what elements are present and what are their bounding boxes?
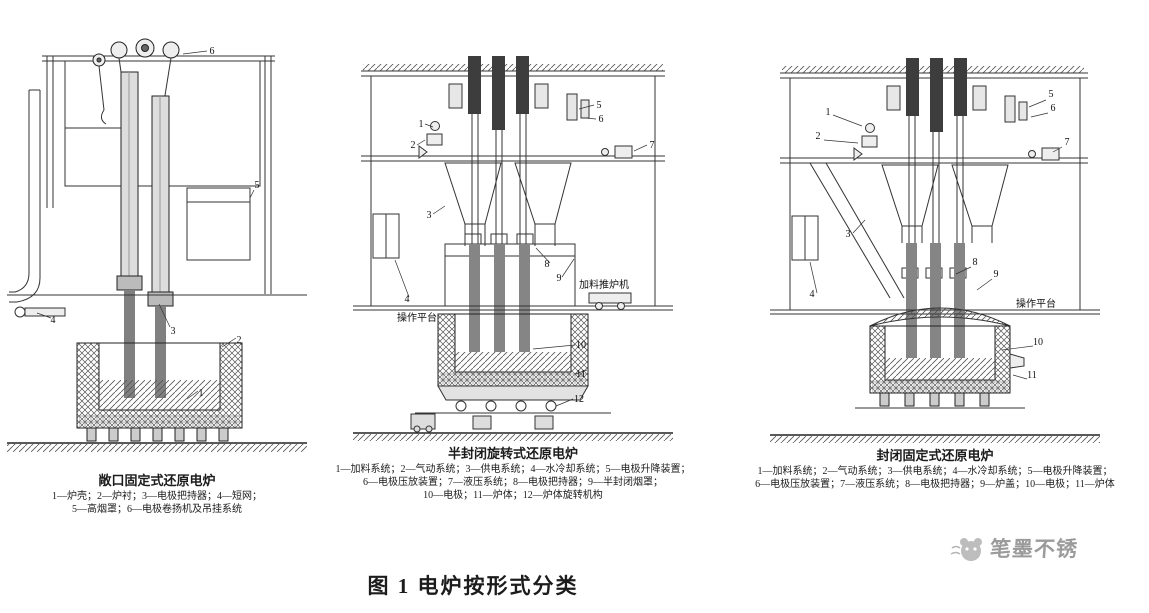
platform-label: 操作平台 bbox=[1016, 297, 1056, 310]
control-cabinet bbox=[791, 215, 819, 261]
legend-line: 6—电极压放装置；7—液压系统；8—电极把持器；9—炉盖；10—电极；11—炉体 bbox=[755, 479, 1115, 490]
callout-8: 8 bbox=[973, 257, 978, 268]
callout-3: 3 bbox=[171, 326, 176, 337]
diagram-title: 敞口固定式还原电炉 bbox=[98, 473, 216, 488]
callout-1: 1 bbox=[419, 119, 424, 130]
ground bbox=[353, 432, 673, 441]
furnace-body bbox=[437, 313, 589, 387]
watermark-logo bbox=[950, 538, 982, 561]
electrode-shafts bbox=[908, 116, 964, 243]
furnace-pedestals bbox=[879, 392, 990, 407]
beam-devices bbox=[853, 123, 1060, 161]
operating-platform-line bbox=[353, 305, 673, 311]
callout-6: 6 bbox=[210, 46, 215, 57]
semi-closed-rotary-furnace-drawing: 操作平台 加料推炉机 1 2 3 4 5 bbox=[353, 56, 673, 441]
callout-5: 5 bbox=[1049, 89, 1054, 100]
electrode-columns bbox=[906, 58, 967, 132]
flue-duct bbox=[9, 89, 41, 303]
open-fixed-furnace-drawing: 1 2 3 4 5 6 bbox=[7, 38, 307, 452]
legend-line: 1—加料系统；2—气动系统；3—供电系统；4—水冷却系统；5—电极升降装置； bbox=[335, 464, 691, 475]
callout-1: 1 bbox=[199, 388, 204, 399]
diagram-semi-closed-rotary-furnace: 操作平台 加料推炉机 1 2 3 4 5 bbox=[336, 56, 691, 502]
callout-6: 6 bbox=[1051, 103, 1056, 114]
lifting-cylinders bbox=[448, 83, 590, 121]
diagram-title: 封闭固定式还原电炉 bbox=[876, 448, 994, 463]
diagram-legend: 1—炉壳；2—炉衬；3—电极把持器；4—短网； 5—高烟罩；6—电极卷扬机及吊挂… bbox=[52, 490, 262, 516]
legend-line: 10—电极；11—炉体；12—炉体旋转机构 bbox=[423, 490, 603, 501]
lifting-cylinders bbox=[886, 85, 1028, 123]
furnace-body bbox=[76, 342, 243, 429]
high-hood-box bbox=[186, 187, 251, 261]
callout-3: 3 bbox=[427, 210, 432, 221]
platform-label: 操作平台 bbox=[397, 311, 437, 324]
callout-leaders bbox=[394, 104, 648, 407]
rotary-base bbox=[410, 385, 611, 433]
watermark-text: 笔墨不锈 bbox=[989, 537, 1079, 561]
callout-7: 7 bbox=[650, 140, 655, 151]
diagram-legend: 1—加料系统；2—气动系统；3—供电系统；4—水冷却系统；5—电极升降装置； 6… bbox=[755, 465, 1115, 491]
callout-5: 5 bbox=[597, 100, 602, 111]
callout-4: 4 bbox=[810, 289, 815, 300]
callout-numbers: 1 2 3 4 5 6 7 8 9 10 11 12 bbox=[405, 100, 655, 405]
figure-caption: 图 1 电炉按形式分类 bbox=[367, 574, 579, 598]
legend-line: 6—电极压放装置；7—液压系统；8—电极把持器；9—半封闭烟罩； bbox=[363, 477, 663, 488]
furnace-pedestals bbox=[86, 427, 229, 442]
callout-2: 2 bbox=[411, 140, 416, 151]
callout-leaders bbox=[36, 50, 255, 400]
bus-tube bbox=[14, 306, 66, 318]
legend-line: 1—加料系统；2—气动系统；3—供电系统；4—水冷却系统；5—电极升降装置； bbox=[757, 466, 1113, 477]
callout-10: 10 bbox=[576, 340, 586, 351]
legend-line: 1—炉壳；2—炉衬；3—电极把持器；4—短网； bbox=[52, 491, 262, 502]
callout-numbers: 1 2 3 4 5 6 7 8 9 10 11 bbox=[810, 89, 1070, 381]
beam-devices bbox=[418, 121, 633, 159]
charging-machine-label: 加料推炉机 bbox=[579, 278, 629, 291]
electrode-tips bbox=[906, 243, 965, 358]
electrode-shafts bbox=[471, 114, 527, 244]
diagram-title: 半封闭旋转式还原电炉 bbox=[447, 446, 578, 461]
charging-machine bbox=[588, 292, 632, 310]
diagram-open-fixed-furnace: 1 2 3 4 5 6 敞口固定式还原电炉 1—炉壳；2—炉衬；3—电极把持器；… bbox=[0, 38, 314, 516]
callout-6: 6 bbox=[599, 114, 604, 125]
callout-10: 10 bbox=[1033, 337, 1043, 348]
charging-funnels bbox=[444, 162, 572, 246]
ceiling-hatch bbox=[363, 64, 663, 71]
callout-3: 3 bbox=[846, 229, 851, 240]
diagram-closed-fixed-furnace: 操作平台 1 2 3 4 5 6 7 bbox=[735, 58, 1135, 491]
furnace-body bbox=[869, 325, 1025, 394]
building-beams bbox=[361, 70, 665, 306]
callout-9: 9 bbox=[557, 273, 562, 284]
control-cabinet bbox=[372, 213, 400, 259]
ground bbox=[770, 434, 1100, 443]
callout-12: 12 bbox=[574, 394, 584, 405]
electrode-columns bbox=[468, 56, 529, 130]
callout-11: 11 bbox=[576, 369, 586, 380]
callout-numbers: 1 2 3 4 5 6 bbox=[51, 46, 260, 399]
callout-5: 5 bbox=[255, 180, 260, 191]
callout-9: 9 bbox=[994, 269, 999, 280]
callout-4: 4 bbox=[405, 294, 410, 305]
callout-2: 2 bbox=[237, 335, 242, 346]
callout-4: 4 bbox=[51, 315, 56, 326]
legend-line: 5—高烟罩；6—电极卷扬机及吊挂系统 bbox=[72, 504, 242, 515]
diagram-legend: 1—加料系统；2—气动系统；3—供电系统；4—水冷却系统；5—电极升降装置； 6… bbox=[336, 463, 691, 502]
watermark: 笔墨不锈 bbox=[950, 530, 1079, 566]
callout-leaders bbox=[809, 99, 1063, 380]
callout-7: 7 bbox=[1065, 137, 1070, 148]
electrode-tips bbox=[469, 244, 530, 352]
callout-8: 8 bbox=[545, 259, 550, 270]
callout-1: 1 bbox=[826, 107, 831, 118]
closed-fixed-furnace-drawing: 操作平台 1 2 3 4 5 6 7 bbox=[770, 58, 1100, 443]
charging-funnels bbox=[881, 164, 1009, 243]
callout-11: 11 bbox=[1027, 370, 1037, 381]
electrodes bbox=[116, 71, 174, 398]
callout-2: 2 bbox=[816, 131, 821, 142]
hoist-pulley-block bbox=[92, 38, 180, 67]
ground bbox=[7, 442, 307, 452]
